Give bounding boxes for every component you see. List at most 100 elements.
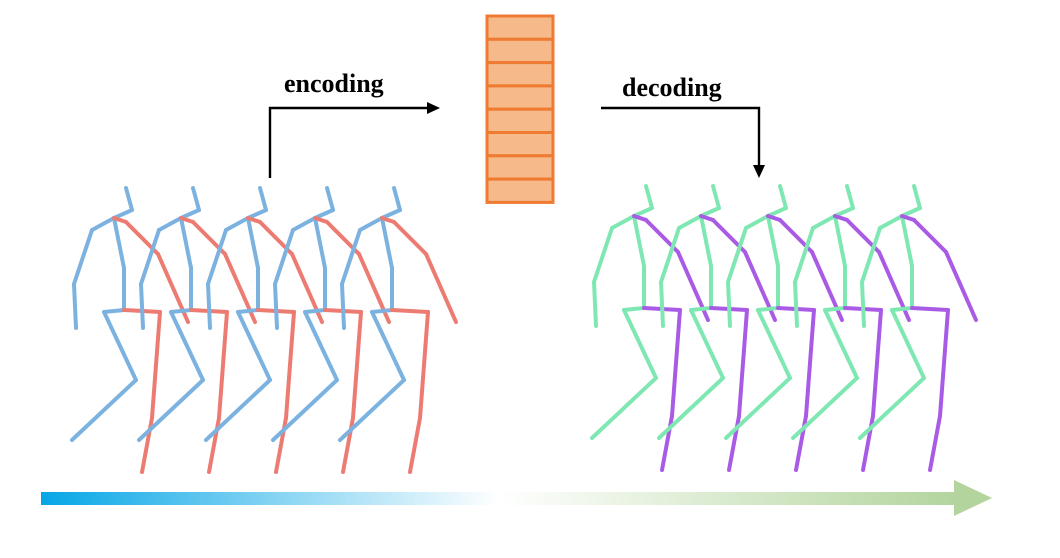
bone-segment bbox=[273, 228, 295, 286]
bone-segment bbox=[139, 228, 161, 286]
bone-segment bbox=[102, 308, 126, 314]
bone-segment bbox=[845, 184, 855, 210]
latent-cell bbox=[485, 37, 555, 65]
bone-segment bbox=[823, 306, 847, 312]
bone-segment bbox=[224, 216, 250, 232]
bone-segment bbox=[325, 186, 335, 212]
bone-segment bbox=[124, 186, 134, 212]
bone-segment bbox=[689, 306, 713, 312]
skeleton-pose-5 bbox=[858, 184, 978, 472]
bone-segment bbox=[912, 218, 948, 254]
bone-segment bbox=[791, 376, 859, 440]
latent-cell bbox=[485, 107, 555, 134]
bone-segment bbox=[258, 186, 268, 212]
skeleton-pose-3 bbox=[724, 184, 844, 472]
skeleton-pose-2 bbox=[137, 186, 257, 474]
bone-segment bbox=[70, 378, 138, 442]
bone-segment bbox=[811, 214, 837, 230]
bone-segment bbox=[358, 216, 384, 232]
skeleton-pose-4 bbox=[271, 186, 391, 474]
bone-segment bbox=[291, 216, 317, 232]
bone-segment bbox=[756, 306, 780, 312]
bone-segment bbox=[112, 208, 134, 220]
bone-segment bbox=[659, 280, 665, 328]
bone-segment bbox=[338, 378, 406, 442]
bone-segment bbox=[657, 376, 725, 440]
bone-segment bbox=[910, 306, 950, 312]
bone-segment bbox=[878, 214, 904, 230]
bone-segment bbox=[890, 306, 914, 312]
input-pose-sequence bbox=[70, 186, 458, 474]
skeleton-pose-3 bbox=[204, 186, 324, 474]
bone-segment bbox=[340, 228, 362, 286]
bone-segment bbox=[271, 378, 339, 442]
latent-cell bbox=[485, 14, 555, 41]
bone-segment bbox=[191, 186, 201, 212]
bone-segment bbox=[737, 308, 749, 418]
bone-segment bbox=[179, 208, 201, 220]
bone-segment bbox=[380, 208, 402, 220]
bone-segment bbox=[370, 310, 406, 382]
bone-segment bbox=[744, 214, 770, 230]
bone-segment bbox=[169, 310, 205, 382]
bone-segment bbox=[72, 282, 78, 330]
latent-code-icon bbox=[485, 14, 555, 204]
encoding-label: encoding bbox=[284, 69, 384, 98]
bone-segment bbox=[804, 308, 816, 418]
bone-segment bbox=[912, 184, 922, 210]
bone-segment bbox=[236, 308, 260, 314]
bone-segment bbox=[756, 308, 792, 380]
skeleton-pose-2 bbox=[657, 184, 777, 472]
timeline-arrow-icon bbox=[41, 480, 992, 516]
bone-segment bbox=[793, 280, 799, 328]
bone-segment bbox=[112, 216, 126, 270]
bone-segment bbox=[900, 214, 914, 268]
bone-segment bbox=[670, 308, 682, 418]
bone-segment bbox=[610, 214, 636, 230]
bone-segment bbox=[726, 226, 748, 284]
bone-segment bbox=[150, 310, 162, 420]
bone-segment bbox=[380, 216, 396, 224]
bone-segment bbox=[137, 378, 205, 442]
bone-segment bbox=[392, 186, 402, 212]
bone-segment bbox=[351, 310, 363, 420]
bone-segment bbox=[592, 280, 598, 328]
bone-segment bbox=[303, 308, 327, 314]
bone-segment bbox=[179, 216, 195, 224]
bone-segment bbox=[833, 206, 855, 218]
bone-segment bbox=[833, 214, 847, 268]
bone-segment bbox=[659, 226, 681, 284]
bone-segment bbox=[860, 280, 866, 328]
bone-segment bbox=[179, 216, 193, 270]
bone-segment bbox=[157, 216, 183, 232]
bone-segment bbox=[793, 226, 815, 284]
bone-segment bbox=[246, 216, 262, 224]
bone-segment bbox=[632, 214, 648, 222]
bone-segment bbox=[689, 308, 725, 380]
bone-segment bbox=[660, 414, 674, 472]
bone-segment bbox=[112, 216, 128, 224]
bone-segment bbox=[778, 184, 788, 210]
bone-segment bbox=[861, 414, 875, 472]
bone-segment bbox=[284, 310, 296, 420]
output-pose-sequence bbox=[590, 184, 978, 472]
bone-segment bbox=[390, 308, 430, 314]
bone-segment bbox=[833, 214, 849, 222]
bone-segment bbox=[724, 376, 792, 440]
bone-segment bbox=[418, 310, 430, 420]
bone-segment bbox=[823, 308, 859, 380]
bone-segment bbox=[313, 216, 329, 224]
bone-segment bbox=[860, 226, 882, 284]
bone-segment bbox=[871, 308, 883, 418]
bone-segment bbox=[246, 208, 268, 220]
bone-segment bbox=[313, 216, 327, 270]
skeleton-pose-1 bbox=[590, 184, 710, 472]
bone-segment bbox=[274, 416, 288, 474]
bone-segment bbox=[140, 416, 154, 474]
bone-segment bbox=[169, 308, 193, 314]
bone-segment bbox=[392, 220, 428, 256]
bone-segment bbox=[858, 376, 926, 440]
bone-segment bbox=[340, 282, 346, 330]
bone-segment bbox=[207, 416, 221, 474]
